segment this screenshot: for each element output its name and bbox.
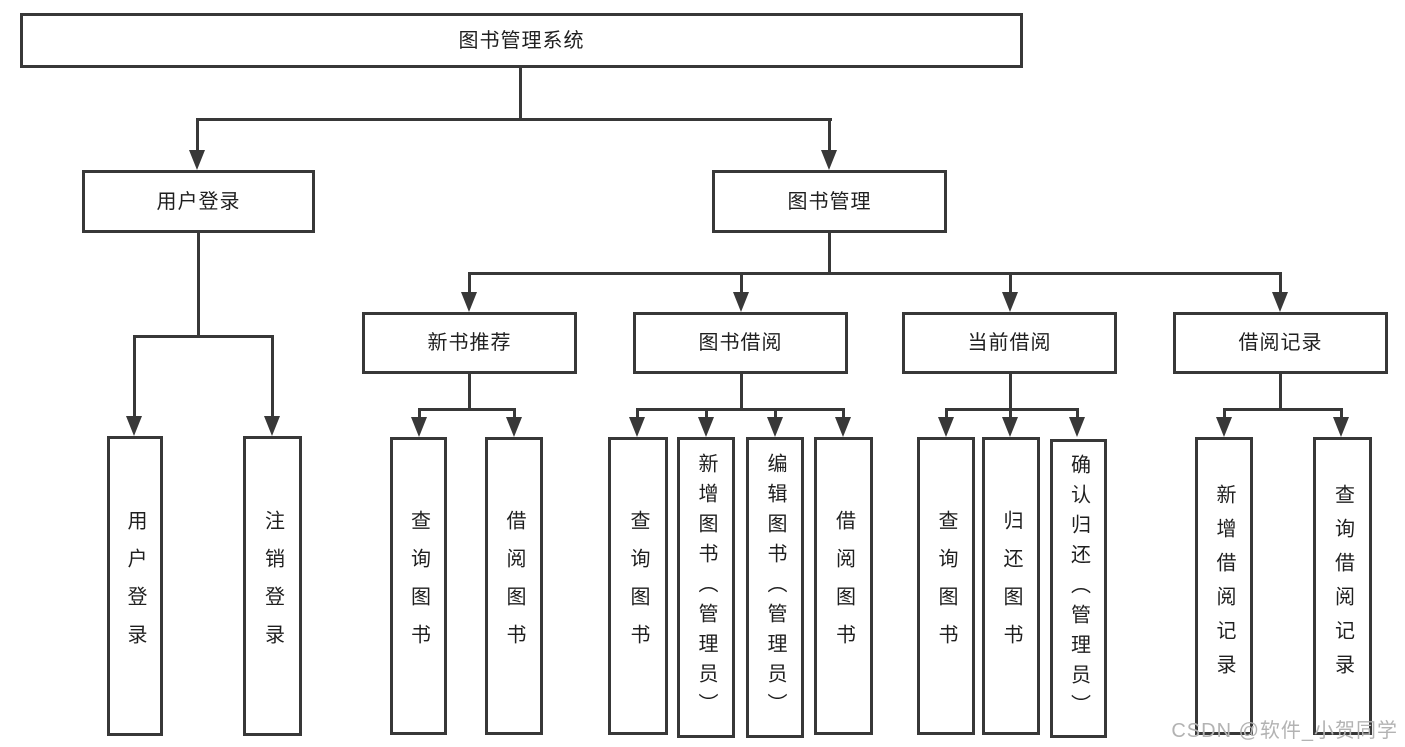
connector-drop [945, 408, 948, 419]
arrow-down-icon [189, 150, 205, 170]
connector-book-borrow-trunk [740, 374, 743, 411]
arrow-down-icon [835, 417, 851, 437]
connector-borrow-records-trunk [1279, 374, 1282, 411]
leaf-query-books-3: 查询图书 [917, 437, 975, 735]
connector-book-management-trunk [828, 233, 831, 275]
arrow-down-icon [1216, 417, 1232, 437]
arrow-down-icon [1272, 292, 1288, 312]
node-user-login-label: 用户登录 [156, 190, 241, 213]
connector-drop [705, 408, 708, 419]
connector-new-book-trunk [468, 374, 471, 411]
arrow-down-icon [767, 417, 783, 437]
node-user-login: 用户登录 [82, 170, 315, 233]
connector-drop-new-book [468, 272, 471, 294]
csdn-watermark: CSDN @软件_小贺同学 [1171, 720, 1398, 742]
node-borrow-records: 借阅记录 [1173, 312, 1388, 374]
arrow-down-icon [461, 292, 477, 312]
connector-new-book-rail [418, 408, 516, 411]
arrow-down-icon [733, 292, 749, 312]
connector-user-login-rail [133, 335, 274, 338]
connector-book-borrow-rail [636, 408, 844, 411]
leaf-confirm-return-admin: 确认归还（管理员） [1050, 439, 1107, 738]
connector-drop-user-login [196, 118, 199, 152]
connector-root-trunk [519, 67, 522, 121]
connector-drop-borrow-records [1279, 272, 1282, 294]
node-book-borrow: 图书借阅 [633, 312, 848, 374]
arrow-down-icon [698, 417, 714, 437]
connector-drop [513, 408, 516, 419]
node-root-label: 图书管理系统 [458, 29, 585, 52]
arrow-down-icon [1002, 292, 1018, 312]
connector-drop-current-borrow [1009, 272, 1012, 294]
node-new-book-recommend: 新书推荐 [362, 312, 577, 374]
connector-drop [1076, 408, 1079, 419]
leaf-edit-book-admin: 编辑图书（管理员） [746, 437, 804, 738]
leaf-borrow-books-2: 借阅图书 [814, 437, 873, 735]
leaf-add-borrow-record: 新增借阅记录 [1195, 437, 1253, 735]
connector-drop [1223, 408, 1226, 419]
leaf-add-book-admin: 新增图书（管理员） [677, 437, 735, 738]
leaf-query-books-2: 查询图书 [608, 437, 668, 735]
arrow-down-icon [506, 417, 522, 437]
connector-drop [636, 408, 639, 419]
connector-root-rail [196, 118, 832, 121]
arrow-down-icon [938, 417, 954, 437]
connector-book-management-rail [468, 272, 1281, 275]
leaf-query-books-1: 查询图书 [390, 437, 447, 735]
connector-borrow-records-rail [1223, 408, 1343, 411]
arrow-down-icon [629, 417, 645, 437]
arrow-down-icon [1333, 417, 1349, 437]
connector-drop [418, 408, 421, 419]
leaf-borrow-books-1: 借阅图书 [485, 437, 543, 735]
leaf-return-books: 归还图书 [982, 437, 1040, 735]
node-root: 图书管理系统 [20, 13, 1023, 68]
arrow-down-icon [126, 416, 142, 436]
node-book-management: 图书管理 [712, 170, 947, 233]
connector-drop [774, 408, 777, 419]
arrow-down-icon [411, 417, 427, 437]
connector-drop [1340, 408, 1343, 419]
connector-current-borrow-rail [945, 408, 1079, 411]
connector-user-login-trunk [197, 233, 200, 338]
connector-drop-login-leaf [133, 335, 136, 418]
arrow-down-icon [264, 416, 280, 436]
arrow-down-icon [1069, 417, 1085, 437]
leaf-query-borrow-record: 查询借阅记录 [1313, 437, 1372, 735]
leaf-user-login: 用户登录 [107, 436, 163, 736]
connector-drop-book-borrow [740, 272, 743, 294]
arrow-down-icon [821, 150, 837, 170]
connector-current-borrow-trunk [1009, 374, 1012, 411]
leaf-logout: 注销登录 [243, 436, 302, 736]
connector-drop-logout-leaf [271, 335, 274, 418]
connector-drop [1009, 408, 1012, 419]
connector-drop [842, 408, 845, 419]
arrow-down-icon [1002, 417, 1018, 437]
node-current-borrow: 当前借阅 [902, 312, 1117, 374]
connector-drop-book-management [828, 118, 831, 152]
node-book-management-label: 图书管理 [787, 190, 872, 213]
